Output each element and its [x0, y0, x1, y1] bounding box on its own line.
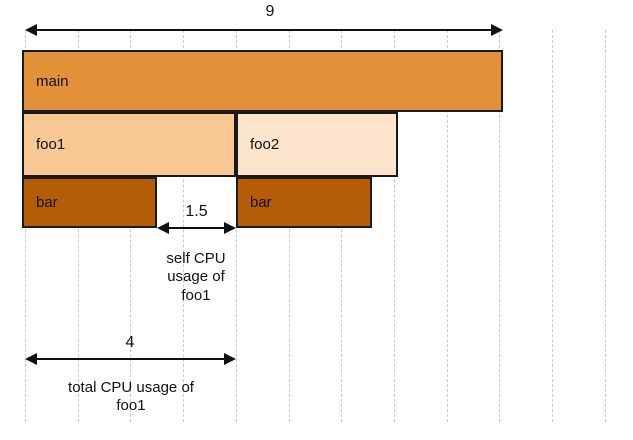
frame-foo1[interactable]: foo1: [22, 112, 236, 177]
self-cpu-caption-line-1: self CPU: [166, 250, 226, 267]
self-cpu-caption: self CPU usage of foo1: [136, 250, 256, 305]
arrow-shaft: [32, 29, 496, 31]
gridline-10: [552, 30, 553, 422]
frame-label: foo1: [36, 136, 66, 153]
frame-label: foo2: [250, 136, 280, 153]
arrow-head-right-icon: [224, 222, 236, 234]
total-program-width-label: 9: [265, 3, 275, 20]
total-cpu-caption-line-1: total CPU usage of: [68, 379, 194, 396]
arrow-head-left-icon: [25, 24, 37, 36]
total-cpu-measure-arrow: [25, 353, 236, 365]
frame-main[interactable]: main: [22, 50, 503, 112]
total-cpu-caption-line-2: foo1: [116, 397, 146, 415]
frame-label: bar: [250, 194, 272, 211]
arrow-head-right-icon: [224, 353, 236, 365]
arrow-head-left-icon: [157, 222, 169, 234]
frame-label: bar: [36, 194, 58, 211]
frame-bar-under-foo1[interactable]: bar: [22, 177, 157, 228]
arrow-shaft: [164, 227, 229, 229]
self-cpu-caption-line-3: foo1: [181, 286, 211, 304]
arrow-head-right-icon: [491, 24, 503, 36]
self-cpu-measure-arrow: [157, 222, 236, 234]
total-cpu-caption: total CPU usage of foo1: [20, 379, 242, 416]
arrow-shaft: [32, 358, 229, 360]
frame-label: main: [36, 72, 69, 90]
arrow-head-left-icon: [25, 353, 37, 365]
self-cpu-caption-line-2: usage of: [167, 268, 225, 286]
frame-foo2[interactable]: foo2: [236, 112, 398, 177]
self-cpu-value-label: 1.5: [185, 203, 208, 220]
frame-bar-under-foo2[interactable]: bar: [236, 177, 372, 228]
gridline-11: [604, 30, 606, 422]
total-program-measure-arrow: [25, 24, 503, 36]
total-cpu-value-label: 4: [125, 334, 135, 351]
